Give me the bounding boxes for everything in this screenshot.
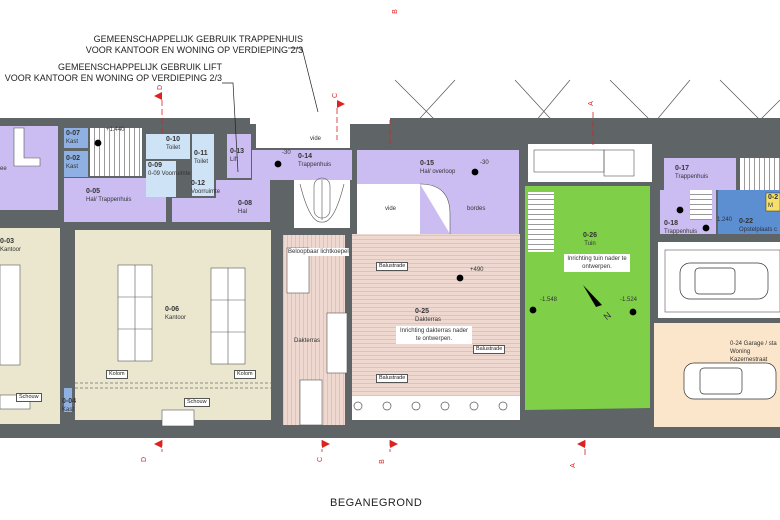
room-0-07: [64, 128, 88, 148]
chimney-tag: Schouw: [16, 393, 42, 402]
section-marker-d: D: [141, 456, 149, 463]
level-label: -1.548: [540, 297, 558, 303]
room-0-02: [64, 151, 88, 177]
room-ee: [0, 126, 58, 210]
room-label-ee: ee: [0, 166, 7, 172]
room-0-13: [227, 134, 251, 178]
level-label: +490: [470, 267, 484, 273]
bordes-label: bordes: [467, 206, 486, 212]
section-marker-a: A: [587, 101, 595, 106]
vide-label: vide: [385, 206, 397, 212]
note-line: VOOR KANTOOR EN WONING OP VERDIEPING 2/3: [85, 45, 303, 55]
room-0-04: [64, 388, 72, 412]
stair-0-05: [90, 128, 142, 176]
skylight-label: Beloopbaar lichtkoepel: [288, 248, 349, 256]
balustrade-tag: Balustrade: [376, 262, 409, 271]
vide-lower: [357, 184, 420, 234]
note-line: GEMEENSCHAPPELIJK GEBRUIK LIFT: [57, 62, 222, 72]
stair-shared-use-note: GEMEENSCHAPPELIJK GEBRUIK TRAPPENHUIS VO…: [86, 34, 303, 56]
room-0-10: [146, 134, 190, 159]
floor-title: BEGANEGROND: [330, 497, 423, 509]
column-tag: Kolom: [106, 370, 128, 379]
column-tag: Kolom: [234, 370, 256, 379]
level-label: 1.240: [717, 217, 733, 223]
planters: [528, 144, 652, 182]
room-0-17: [664, 158, 736, 190]
room-0-09: [146, 161, 176, 197]
chimney-tag: Schouw: [184, 398, 210, 407]
lift-shared-use-note: GEMEENSCHAPPELIJK GEBRUIK LIFT VOOR KANT…: [5, 62, 222, 84]
section-marker-c: C: [332, 92, 340, 99]
section-marker-flags: [154, 92, 585, 448]
terrace-design-note: Inrichting dakterras nader te ontwerpen.: [396, 326, 472, 344]
level-label: -30: [480, 160, 489, 166]
section-marker-d: D: [157, 84, 165, 91]
desks: [0, 127, 348, 427]
room-0-11: [192, 134, 214, 196]
section-marker-b: B: [391, 9, 399, 14]
note-line: GEMEENSCHAPPELIJK GEBRUIK TRAPPENHUIS: [93, 34, 303, 44]
room-0-15: [357, 150, 519, 184]
balustrade-tag: Balustrade: [376, 374, 409, 383]
room-0-14: [252, 150, 352, 180]
level-label: -30: [282, 150, 291, 156]
level-label: +1.440: [106, 127, 125, 133]
car-icons: [679, 262, 777, 400]
balustrade-tag: Balustrade: [473, 345, 506, 354]
section-marker-b: B: [378, 459, 386, 464]
room-0-25: [352, 234, 520, 396]
canopy-lines: [394, 79, 780, 141]
room-0-23: [765, 192, 780, 212]
terrace-strip-label: Dakterras: [294, 338, 321, 344]
note-line: VOOR KANTOOR EN WONING OP VERDIEPING 2/3: [4, 73, 222, 83]
garden-design-note: Inrichting tuin nader te ontwerpen.: [564, 254, 630, 272]
compass-arrow-icon: [583, 285, 602, 307]
level-label: -1.524: [620, 297, 638, 303]
section-marker-a: A: [569, 463, 577, 468]
vide-label: vide: [310, 136, 322, 142]
column-strip: [352, 396, 520, 420]
room-0-08: [172, 180, 270, 222]
section-marker-c: C: [317, 456, 325, 463]
vide-top: [256, 124, 350, 148]
room-0-26: [525, 186, 650, 410]
level-markers: [94, 139, 710, 316]
